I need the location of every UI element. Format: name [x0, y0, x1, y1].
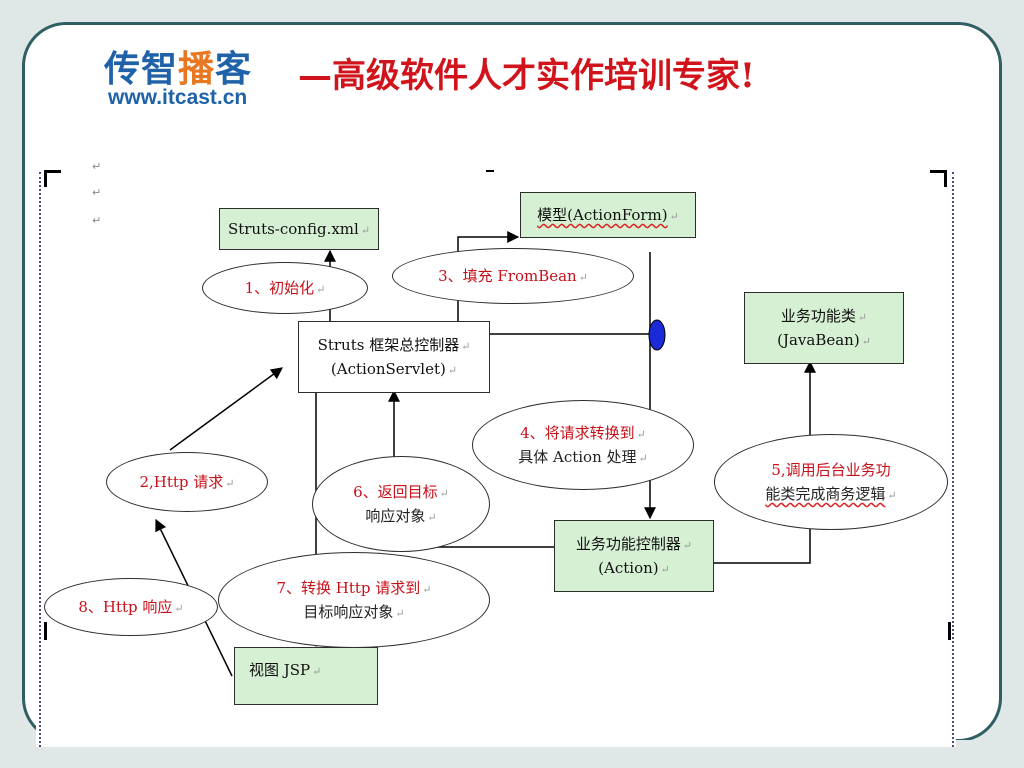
step-4-dispatch: 4、将请求转换到↵ 具体 Action 处理↵ — [472, 400, 694, 490]
crop-mark-top-left — [44, 170, 61, 187]
step-7-label-line2: 目标响应对象 — [303, 603, 394, 621]
step-6-label-line2: 响应对象 — [365, 507, 426, 525]
paragraph-mark: ↵ — [92, 214, 102, 227]
action-label-line1: 业务功能控制器 — [575, 535, 681, 553]
edge-http-request — [169, 367, 283, 451]
step-4-label-line2: 具体 Action 处理 — [518, 448, 637, 466]
struts-config-label: Struts-config.xml — [227, 220, 359, 238]
paragraph-mark: ↵ — [92, 186, 102, 199]
view-jsp-box: 视图 JSP↵ — [234, 647, 378, 705]
itcast-logo: 传智播客 — [104, 49, 253, 90]
step-8-label: 8、Http 响应 — [78, 598, 173, 616]
javabean-label-line2: (JavaBean) — [777, 331, 860, 349]
controller-box: Struts 框架总控制器↵ (ActionServlet)↵ — [298, 321, 490, 393]
step-3-label: 3、填充 FromBean — [438, 267, 577, 285]
slogan: —高级软件人才实作培训专家! — [298, 56, 755, 96]
page-margin-right — [952, 172, 954, 747]
junction-marker — [648, 319, 666, 351]
step-2-label: 2,Http 请求 — [139, 473, 224, 491]
edge-call-bean — [714, 360, 816, 564]
step-5-call-business: 5,调用后台业务功 能类完成商务逻辑↵ — [714, 434, 948, 530]
model-label: 模型(ActionForm) — [537, 206, 668, 224]
struts-config-box: Struts-config.xml↵ — [219, 208, 379, 250]
action-box: 业务功能控制器↵ (Action)↵ — [554, 520, 714, 592]
step-6-return: 6、返回目标↵ 响应对象↵ — [312, 456, 490, 552]
view-jsp-label: 视图 JSP — [249, 661, 311, 679]
step-1-init: 1、初始化↵ — [202, 262, 368, 314]
step-7-convert: 7、转换 Http 请求到↵ 目标响应对象↵ — [218, 552, 490, 648]
controller-label-line2: (ActionServlet) — [330, 360, 446, 378]
step-7-label-line1: 7、转换 Http 请求到 — [276, 579, 421, 597]
step-4-label-line1: 4、将请求转换到 — [520, 424, 635, 442]
step-5-label-line2: 能类完成商务逻辑 — [765, 485, 886, 503]
crop-mark-mid-right — [944, 622, 951, 640]
logo-url: www.itcast.cn — [108, 86, 248, 109]
page-margin-left — [39, 172, 41, 747]
action-label-line2: (Action) — [598, 559, 659, 577]
step-6-label-line1: 6、返回目标 — [353, 483, 438, 501]
javabean-label-line1: 业务功能类 — [780, 307, 856, 325]
javabean-box: 业务功能类↵ (JavaBean)↵ — [744, 292, 904, 364]
step-8-http-response: 8、Http 响应↵ — [44, 578, 218, 636]
step-1-label: 1、初始化 — [244, 279, 315, 297]
crop-mark-top-right — [930, 170, 947, 187]
model-box: 模型(ActionForm)↵ — [520, 192, 696, 238]
crop-mark-top-center — [486, 170, 494, 186]
crop-mark-mid-left — [44, 622, 51, 640]
step-3-fill-bean: 3、填充 FromBean↵ — [392, 248, 634, 304]
paragraph-mark: ↵ — [92, 160, 102, 173]
controller-label-line1: Struts 框架总控制器 — [317, 336, 460, 354]
step-5-label-line1: 5,调用后台业务功 — [771, 461, 891, 479]
step-2-http-request: 2,Http 请求↵ — [106, 452, 268, 512]
